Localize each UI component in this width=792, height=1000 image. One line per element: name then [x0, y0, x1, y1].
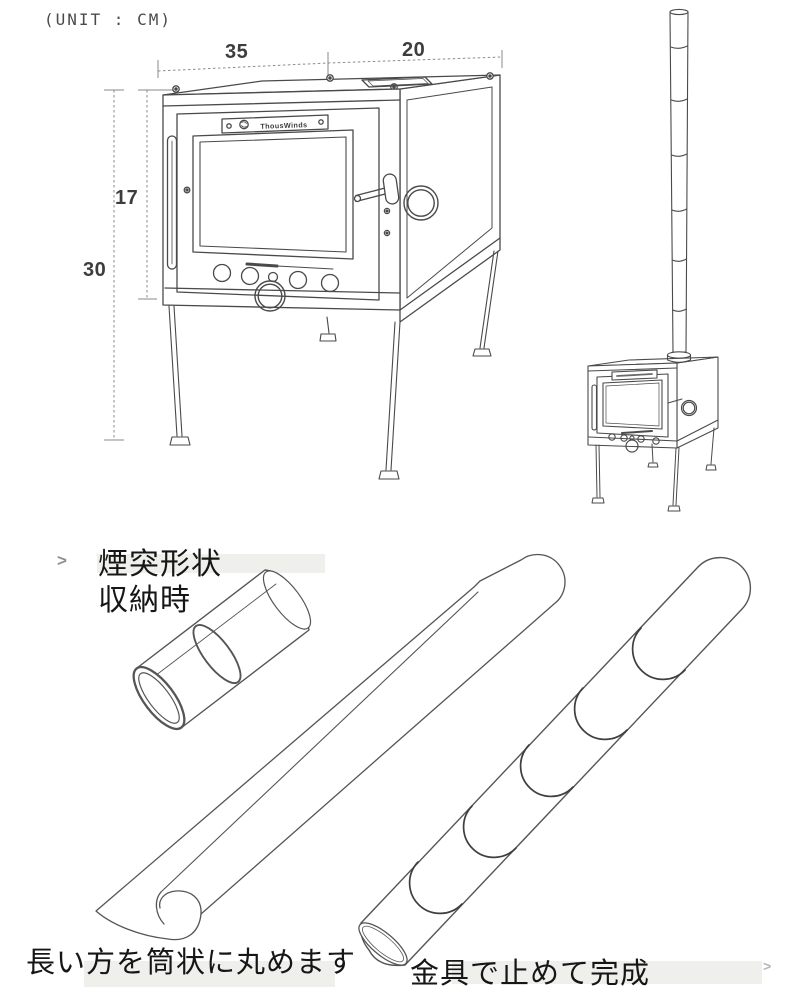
- chimney-collar: [666, 351, 692, 363]
- brand-plate: [221, 114, 329, 134]
- stove-legs: [168, 250, 499, 480]
- dimension-width-label: 35: [225, 41, 249, 63]
- roll-caption-highlight-band: [84, 961, 335, 987]
- roll-step-caption: 長い方を筒状に丸めます: [26, 947, 357, 979]
- chimney-opening: [361, 76, 433, 88]
- stove-with-chimney-drawing: [587, 8, 719, 512]
- tube-joint-rings: [408, 627, 686, 915]
- stored-tube-figure: [132, 569, 312, 731]
- brand-plate-text: ThousWinds: [260, 120, 307, 131]
- stove-front-drawing: ThousWinds: [162, 72, 501, 480]
- dimension-depth-label: 20: [402, 39, 426, 61]
- small-stove-legs: [591, 427, 717, 512]
- finish-step-caption: 金具で止めて完成: [410, 958, 651, 990]
- air-vents: [212, 262, 340, 293]
- chimney-shape-title-line2: 収納時: [98, 584, 191, 617]
- small-stove-latch: [667, 398, 698, 417]
- dimension-door-height-label: 17: [115, 187, 139, 209]
- door-hinge-rail: [166, 135, 178, 270]
- chimney-shape-title-line1: 煙突形状: [98, 548, 222, 581]
- unit-label: (UNIT : CM): [44, 10, 172, 29]
- trailing-chevron-icon: >: [763, 958, 772, 974]
- assembled-tube-figure: [358, 556, 752, 967]
- front-ring-handle: [254, 280, 286, 312]
- lead-chevron-icon: >: [57, 551, 67, 570]
- dimension-lines: [104, 50, 503, 441]
- chimney-pipe: [669, 8, 689, 353]
- chimney-shape-title: 煙突形状 収納時: [98, 547, 222, 619]
- top-corner-bolts: [172, 72, 494, 93]
- dimension-overall-height-label: 30: [83, 259, 107, 281]
- flat-sheet-figure: [95, 553, 566, 941]
- door-latch: [353, 173, 439, 221]
- title-highlight-band: [97, 554, 325, 573]
- finish-caption-highlight-band: [452, 961, 762, 984]
- door-window: [192, 129, 354, 260]
